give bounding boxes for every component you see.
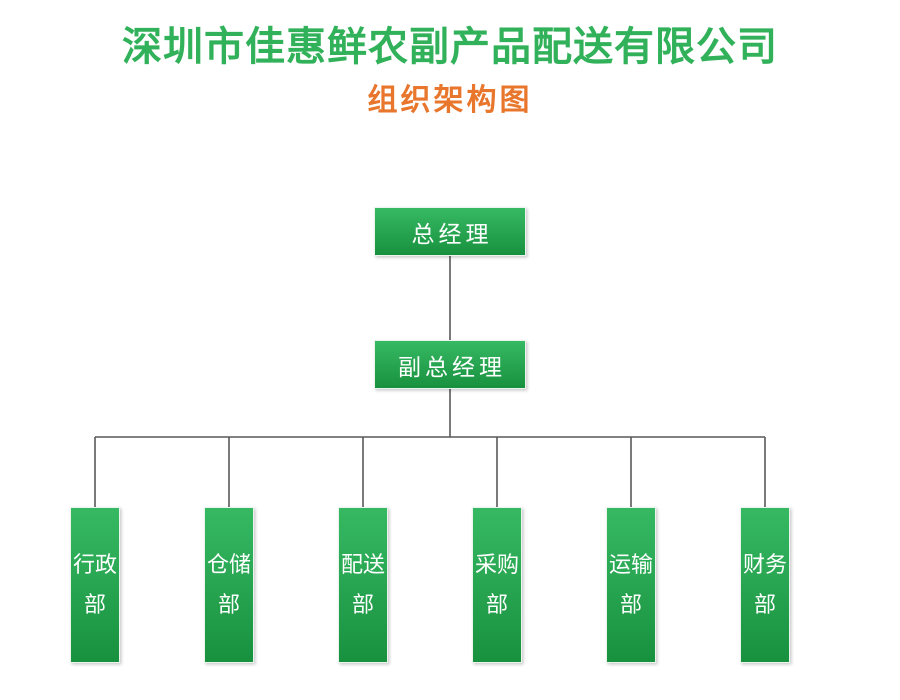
node-department-warehouse[interactable]: 仓储部 xyxy=(204,507,254,663)
node-department-delivery-label: 配送部 xyxy=(340,552,385,617)
page-title: 深圳市佳惠鲜农副产品配送有限公司 xyxy=(122,25,778,69)
node-department-transport-label: 运输部 xyxy=(608,552,653,617)
node-deputy-general-manager[interactable]: 副总经理 xyxy=(374,340,526,389)
node-department-purchasing[interactable]: 采购部 xyxy=(472,507,522,663)
node-general-manager-label: 总经理 xyxy=(411,220,493,247)
node-department-finance-label: 财务部 xyxy=(742,552,787,617)
node-department-administration[interactable]: 行政部 xyxy=(70,507,120,663)
node-deputy-general-manager-label: 副总经理 xyxy=(398,353,506,380)
node-department-purchasing-label: 采购部 xyxy=(474,552,519,617)
node-department-warehouse-label: 仓储部 xyxy=(206,552,251,617)
page-subtitle: 组织架构图 xyxy=(367,84,533,117)
node-department-transport[interactable]: 运输部 xyxy=(606,507,656,663)
node-general-manager[interactable]: 总经理 xyxy=(374,207,526,256)
node-department-delivery[interactable]: 配送部 xyxy=(338,507,388,663)
node-department-administration-label: 行政部 xyxy=(72,552,117,617)
node-department-finance[interactable]: 财务部 xyxy=(740,507,790,663)
title-block: 深圳市佳惠鲜农副产品配送有限公司 组织架构图 xyxy=(0,24,900,119)
